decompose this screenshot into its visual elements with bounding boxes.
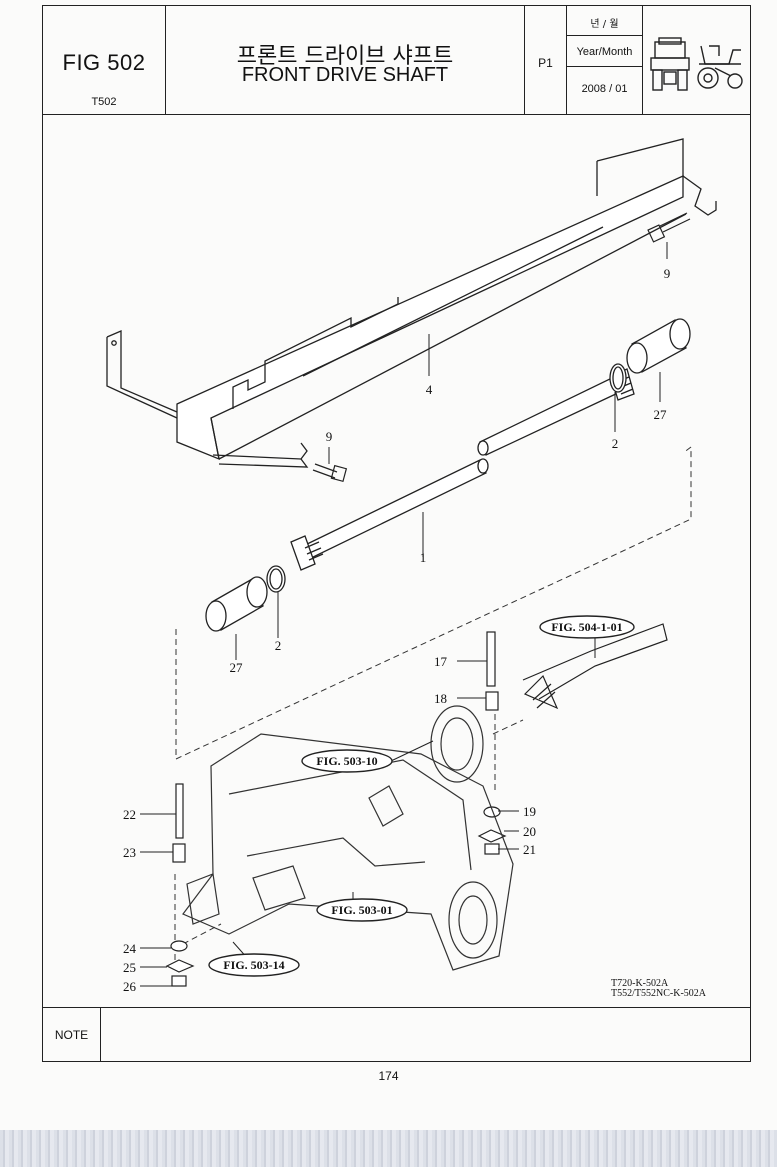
part-label-2-right: 2 — [612, 436, 619, 451]
date-cell: 년 / 월 Year/Month 2008 / 01 — [567, 6, 643, 114]
part-label-23: 23 — [123, 845, 136, 860]
fig-ref-bubble-503-14 — [208, 953, 300, 977]
note-row: NOTE — [43, 1007, 750, 1062]
part-label-17: 17 — [434, 654, 448, 669]
page-frame: FIG 502 T502 프론트 드라이브 샤프트 FRONT DRIVE SH… — [42, 5, 751, 1062]
part-label-27-right: 27 — [654, 407, 668, 422]
fig-ref-bubble-503-01 — [316, 898, 408, 922]
page-number: 174 — [378, 1069, 399, 1083]
part-label-26: 26 — [123, 979, 137, 994]
part-label-22: 22 — [123, 807, 136, 822]
page-code-cell: P1 — [525, 6, 567, 114]
page-code: P1 — [538, 56, 553, 70]
model-code-t720: T720-K-502A — [611, 978, 669, 989]
title-cell: 프론트 드라이브 샤프트 FRONT DRIVE SHAFT — [166, 6, 525, 114]
header-table: FIG 502 T502 프론트 드라이브 샤프트 FRONT DRIVE SH… — [43, 6, 750, 115]
fig-ref-503-10: FIG. 503-10 — [316, 754, 377, 768]
assembly-guide-lines — [174, 446, 692, 964]
figure-number: FIG 502 — [62, 50, 146, 75]
figure-code: T502 — [91, 96, 117, 108]
date-label: Year/Month — [576, 46, 633, 58]
figure-number-cell: FIG 502 T502 — [43, 6, 166, 114]
part-label-27-left: 27 — [230, 660, 244, 675]
fig-ref-503-01: FIG. 503-01 — [331, 903, 392, 917]
date-header-korean: 년 / 월 — [567, 6, 642, 36]
part-label-4: 4 — [426, 382, 433, 397]
shaft-cover-drawing — [106, 138, 717, 468]
part-label-1: 1 — [420, 550, 427, 565]
tractor-icon — [650, 37, 743, 91]
model-code-t552: T552/T552NC-K-502A — [611, 988, 707, 999]
title-korean: 프론트 드라이브 샤프트 — [236, 44, 454, 69]
leader-lines — [140, 242, 668, 987]
part-label-25: 25 — [123, 960, 136, 975]
tractor-icon-cell — [643, 6, 750, 114]
exploded-parts-diagram: 9 4 9 2 27 1 2 27 17 18 19 20 21 22 23 2… — [106, 138, 717, 999]
axle-housing-drawing — [182, 705, 514, 971]
pinion-shaft-drawing — [522, 623, 668, 710]
part-label-21: 21 — [523, 842, 536, 857]
part-label-9-mid: 9 — [326, 429, 333, 444]
fig-ref-bubble-504 — [539, 615, 635, 639]
part-label-18: 18 — [434, 691, 447, 706]
bolt-drawings — [312, 212, 691, 483]
part-label-9-top: 9 — [664, 266, 671, 281]
note-label: NOTE — [43, 1008, 101, 1062]
fig-ref-bubble-503-10 — [301, 749, 393, 773]
fig-ref-503-14: FIG. 503-14 — [223, 958, 284, 972]
date-divider — [567, 66, 642, 67]
scan-artifact-band — [0, 1130, 777, 1167]
part-label-19: 19 — [523, 804, 536, 819]
title-english: FRONT DRIVE SHAFT — [241, 64, 449, 86]
part-label-20: 20 — [523, 824, 536, 839]
part-label-2-left: 2 — [275, 638, 282, 653]
bushings-and-rings — [205, 318, 691, 632]
date-value: 2008 / 01 — [581, 83, 628, 95]
drive-shaft-drawing — [290, 368, 635, 571]
part-label-24: 24 — [123, 941, 137, 956]
studs-and-nuts-drawing — [165, 631, 507, 987]
fig-ref-504-1-01: FIG. 504-1-01 — [551, 620, 622, 634]
